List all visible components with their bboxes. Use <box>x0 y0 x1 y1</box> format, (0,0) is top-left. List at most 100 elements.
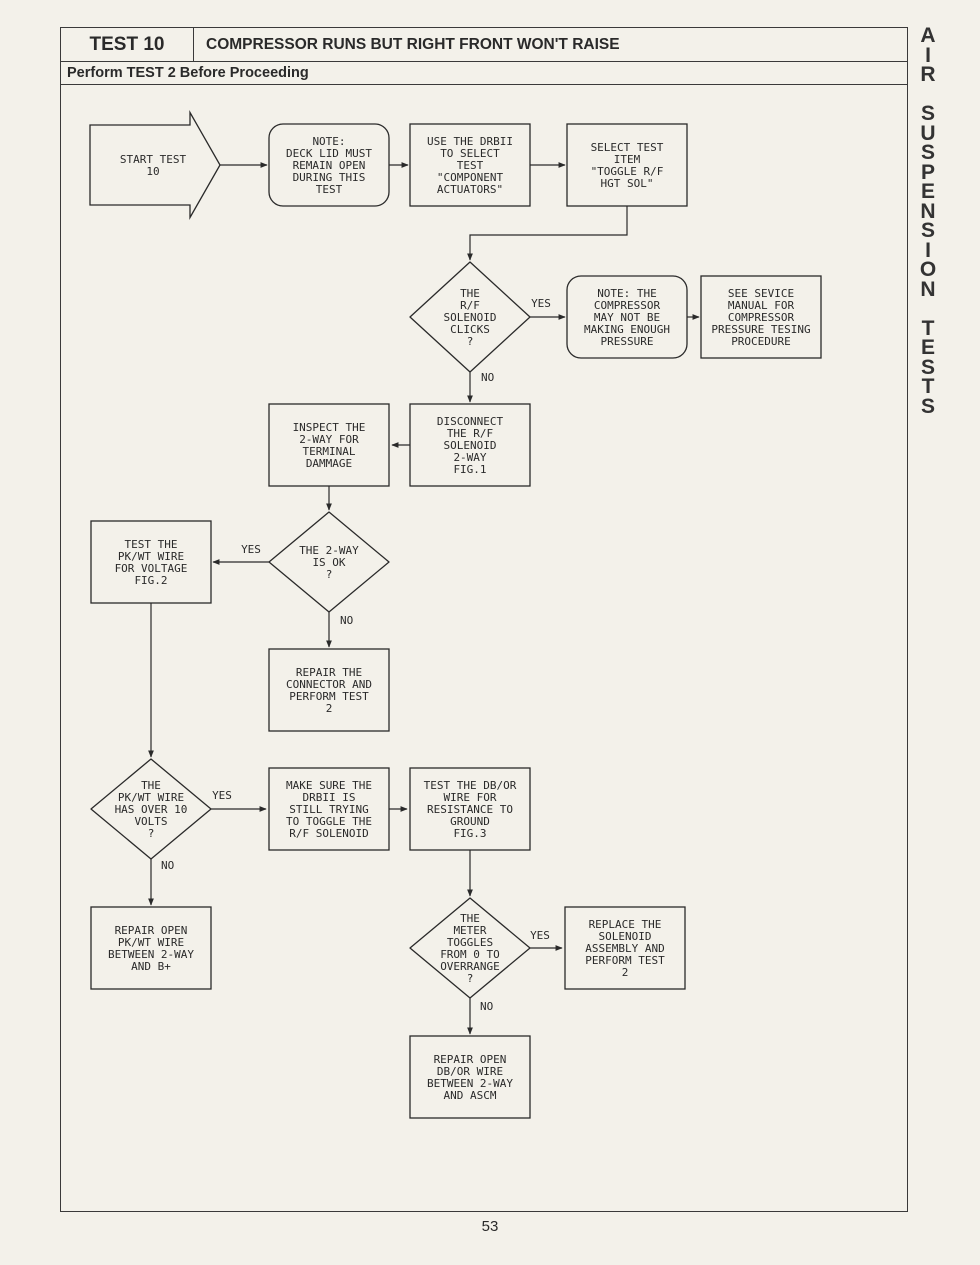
side-tab-letter: S <box>920 219 935 242</box>
flow-node-text: TO TOGGLE THE <box>286 815 372 828</box>
side-tab-letter: E <box>920 336 935 359</box>
flow-node-text: ASSEMBLY AND <box>585 942 664 955</box>
side-tab-letter: I <box>925 238 931 262</box>
flow-node-text: FIG.1 <box>453 463 486 476</box>
flow-node-text: DRBII IS <box>303 791 356 804</box>
flow-node-text: PRESSURE <box>601 335 654 348</box>
flow-node-text: THE 2-WAY <box>299 544 359 557</box>
flow-shape-rect <box>409 767 531 851</box>
branch-label-meter-no: NO <box>480 1000 493 1013</box>
flow-node-text: PERFORM TEST <box>585 954 665 967</box>
flow-node-text: TOGGLES <box>447 936 493 949</box>
flow-shape-rect <box>409 403 531 487</box>
side-tab-letter: P <box>920 160 935 184</box>
prerequisite-note: Perform TEST 2 Before Proceeding <box>61 62 907 85</box>
flow-connector <box>467 206 628 261</box>
flow-node-text: COMPRESSOR <box>594 299 661 312</box>
flow-shape-arrow <box>89 110 221 220</box>
test-number-label: TEST 10 <box>61 28 194 62</box>
flow-node-text: REPAIR OPEN <box>434 1053 507 1066</box>
flow-node-text: 2-WAY <box>453 451 486 464</box>
side-tab-letter: E <box>920 180 935 203</box>
flow-node-text: HAS OVER 10 <box>115 803 188 816</box>
flow-node-text: PK/WT WIRE <box>118 550 184 563</box>
flow-node-text: FIG.2 <box>134 574 167 587</box>
flow-node-text: TEST <box>316 183 343 196</box>
flow-node-text: AND B+ <box>131 960 171 973</box>
flow-node-text: MAKING ENOUGH <box>584 323 670 336</box>
flow-node-text: REPLACE THE <box>589 918 662 931</box>
flow-node-text: THE <box>141 779 161 792</box>
flow-node-text: ? <box>467 972 474 985</box>
flow-shape-diamond <box>268 511 390 613</box>
side-tab-letter: A <box>920 24 936 47</box>
flow-node-text: BETWEEN 2-WAY <box>427 1077 513 1090</box>
flow-shape-diamond <box>409 261 531 373</box>
flow-node-text: THE <box>460 912 480 925</box>
flow-node-text: REMAIN OPEN <box>293 159 366 172</box>
flow-node-text: AND ASCM <box>444 1089 497 1102</box>
flow-shape-rounded <box>566 275 688 359</box>
branch-label-2way-yes: YES <box>241 543 261 556</box>
flow-node-text: CONNECTOR AND <box>286 678 372 691</box>
side-tab-letter: S <box>920 141 935 164</box>
side-tab-letter: U <box>920 121 936 145</box>
flow-node-text: ? <box>326 568 333 581</box>
side-tab-letter: T <box>921 375 935 398</box>
flow-shape-rect <box>268 403 390 487</box>
flow-node-text: MANUAL FOR <box>728 299 795 312</box>
test-title: COMPRESSOR RUNS BUT RIGHT FRONT WON'T RA… <box>194 28 907 62</box>
flow-node-text: CLICKS <box>450 323 490 336</box>
flow-node-text: FOR VOLTAGE <box>115 562 188 575</box>
flow-node-text: PROCEDURE <box>731 335 791 348</box>
flow-node-text: 10 <box>146 165 159 178</box>
flow-shape-diamond <box>90 758 212 860</box>
flow-node-text: FROM 0 TO <box>440 948 500 961</box>
flow-node-text: R/F SOLENOID <box>289 827 368 840</box>
side-tab-letter: O <box>919 258 937 281</box>
flow-shape-rect <box>566 123 688 207</box>
flow-node-text: SOLENOID <box>444 311 497 324</box>
flow-node-text: SOLENOID <box>444 439 497 452</box>
flow-node-text: DB/OR WIRE <box>437 1065 503 1078</box>
side-tab-letter: S <box>920 394 935 418</box>
flow-node-text: PK/WT WIRE <box>118 791 184 804</box>
side-tab-letter: N <box>920 277 936 301</box>
flow-shape-rect <box>268 648 390 732</box>
side-tab-letter: R <box>920 63 936 86</box>
flow-node-text: ? <box>467 335 474 348</box>
side-tab-letter: T <box>921 316 935 340</box>
flow-node-text: "COMPONENT <box>437 171 504 184</box>
flow-node-text: NOTE: <box>312 135 345 148</box>
flow-node-text: "TOGGLE R/F <box>591 165 664 178</box>
flow-node-text: PERFORM TEST <box>289 690 369 703</box>
flow-node-text: SEE SEVICE <box>728 287 794 300</box>
page-frame <box>60 27 908 1212</box>
flow-node-text: TO SELECT <box>440 147 500 160</box>
flow-node-text: STILL TRYING <box>289 803 368 816</box>
flow-shape-rect <box>409 1035 531 1119</box>
flow-node-text: THE R/F <box>447 427 493 440</box>
flow-shape-rect <box>90 520 212 604</box>
branch-label-volts-yes: YES <box>212 789 232 802</box>
branch-label-meter-yes: YES <box>530 929 550 942</box>
flow-node-text: FIG.3 <box>453 827 486 840</box>
flow-node-text: COMPRESSOR <box>728 311 795 324</box>
flow-node-text: 2 <box>326 702 333 715</box>
flow-node-text: TERMINAL <box>303 445 356 458</box>
side-tab-letter: I <box>925 43 931 67</box>
